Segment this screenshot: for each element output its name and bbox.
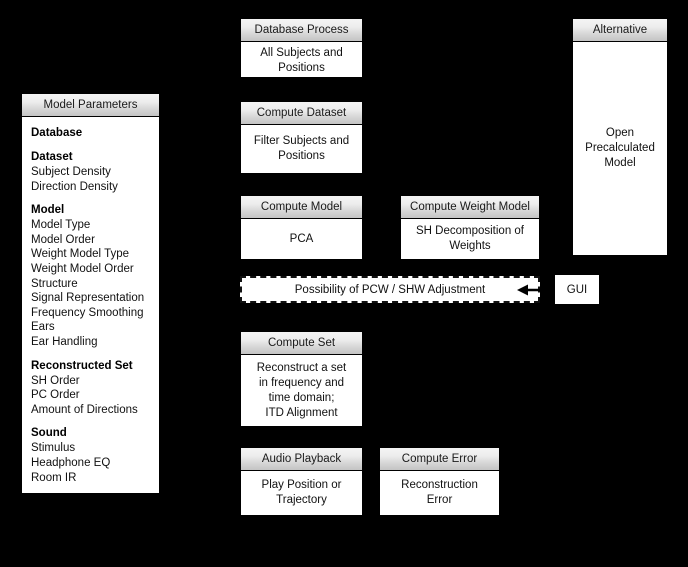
- param-item-headphone-eq[interactable]: Headphone EQ: [31, 456, 111, 469]
- model-parameters-list: Database Dataset Subject Density Directi…: [22, 117, 159, 494]
- compute-set-title: Compute Set: [241, 332, 362, 355]
- param-group-dataset: Dataset Subject Density Direction Densit…: [31, 150, 159, 194]
- param-group-reconstructed-set: Reconstructed Set SH Order PC Order Amou…: [31, 359, 159, 418]
- gui-label: GUI: [566, 283, 588, 296]
- database-process-body: All Subjects and Positions: [260, 47, 343, 74]
- compute-dataset-title: Compute Dataset: [241, 102, 362, 125]
- param-group-database: Database: [31, 126, 159, 141]
- alternative-panel: Alternative Open Precalculated Model: [572, 18, 668, 256]
- audio-playback-body: Play Position or Trajectory: [261, 479, 342, 506]
- param-group-sound: Sound Stimulus Headphone EQ Room IR: [31, 426, 159, 485]
- param-item-stimulus[interactable]: Stimulus: [31, 442, 76, 455]
- alternative-body[interactable]: Open Precalculated Model: [585, 127, 655, 169]
- compute-dataset-body: Filter Subjects and Positions: [253, 135, 350, 162]
- arrow-left-icon: [517, 284, 554, 296]
- compute-weight-model-title: Compute Weight Model: [401, 196, 539, 219]
- param-item-amount-of-directions[interactable]: Amount of Directions: [31, 403, 138, 416]
- compute-set-panel: Compute Set Reconstruct a set in frequen…: [240, 331, 363, 427]
- param-item-sh-order[interactable]: SH Order: [31, 374, 80, 387]
- compute-error-panel: Compute Error Reconstruction Error: [379, 447, 500, 516]
- database-process-title: Database Process: [241, 19, 362, 42]
- database-process-panel: Database Process All Subjects and Positi…: [240, 18, 363, 78]
- param-group-model: Model Model Type Model Order Weight Mode…: [31, 203, 159, 349]
- param-item-signal-representation[interactable]: Signal Representation: [31, 292, 145, 305]
- compute-set-body: Reconstruct a set in frequency and time …: [256, 361, 347, 419]
- param-group-title: Database: [31, 127, 83, 139]
- param-item-model-order[interactable]: Model Order: [31, 233, 95, 246]
- param-group-title: Model: [31, 204, 65, 217]
- compute-error-title: Compute Error: [380, 448, 499, 471]
- model-parameters-title: Model Parameters: [22, 94, 159, 117]
- compute-dataset-panel: Compute Dataset Filter Subjects and Posi…: [240, 101, 363, 174]
- param-group-title: Reconstructed Set: [31, 359, 133, 372]
- audio-playback-title: Audio Playback: [241, 448, 362, 471]
- param-item-direction-density[interactable]: Direction Density: [31, 180, 118, 193]
- param-item-frequency-smoothing[interactable]: Frequency Smoothing: [31, 306, 144, 319]
- param-item-subject-density[interactable]: Subject Density: [31, 166, 111, 178]
- compute-model-panel: Compute Model PCA: [240, 195, 363, 260]
- alternative-title: Alternative: [573, 19, 667, 42]
- param-item-room-ir[interactable]: Room IR: [31, 471, 77, 484]
- param-item-ear-handling[interactable]: Ear Handling: [31, 335, 98, 348]
- pcw-shw-adjustment-bar[interactable]: Possibility of PCW / SHW Adjustment: [240, 276, 540, 303]
- compute-model-body: PCA: [289, 232, 314, 245]
- compute-weight-model-panel: Compute Weight Model SH Decomposition of…: [400, 195, 540, 260]
- compute-weight-model-body: SH Decomposition of Weights: [415, 225, 525, 252]
- param-item-model-type[interactable]: Model Type: [31, 219, 91, 232]
- param-item-weight-model-type[interactable]: Weight Model Type: [31, 248, 130, 261]
- audio-playback-panel: Audio Playback Play Position or Trajecto…: [240, 447, 363, 516]
- pcw-shw-adjustment-label: Possibility of PCW / SHW Adjustment: [294, 283, 486, 296]
- param-item-structure[interactable]: Structure: [31, 277, 78, 290]
- param-item-ears[interactable]: Ears: [31, 321, 55, 334]
- model-parameters-panel: Model Parameters Database Dataset Subjec…: [21, 93, 160, 494]
- compute-model-title: Compute Model: [241, 196, 362, 219]
- compute-error-body: Reconstruction Error: [401, 479, 478, 506]
- param-group-title: Sound: [31, 427, 67, 440]
- param-group-title: Dataset: [31, 151, 73, 163]
- param-item-weight-model-order[interactable]: Weight Model Order: [31, 262, 134, 275]
- param-item-pc-order[interactable]: PC Order: [31, 389, 80, 402]
- gui-box[interactable]: GUI: [554, 274, 600, 305]
